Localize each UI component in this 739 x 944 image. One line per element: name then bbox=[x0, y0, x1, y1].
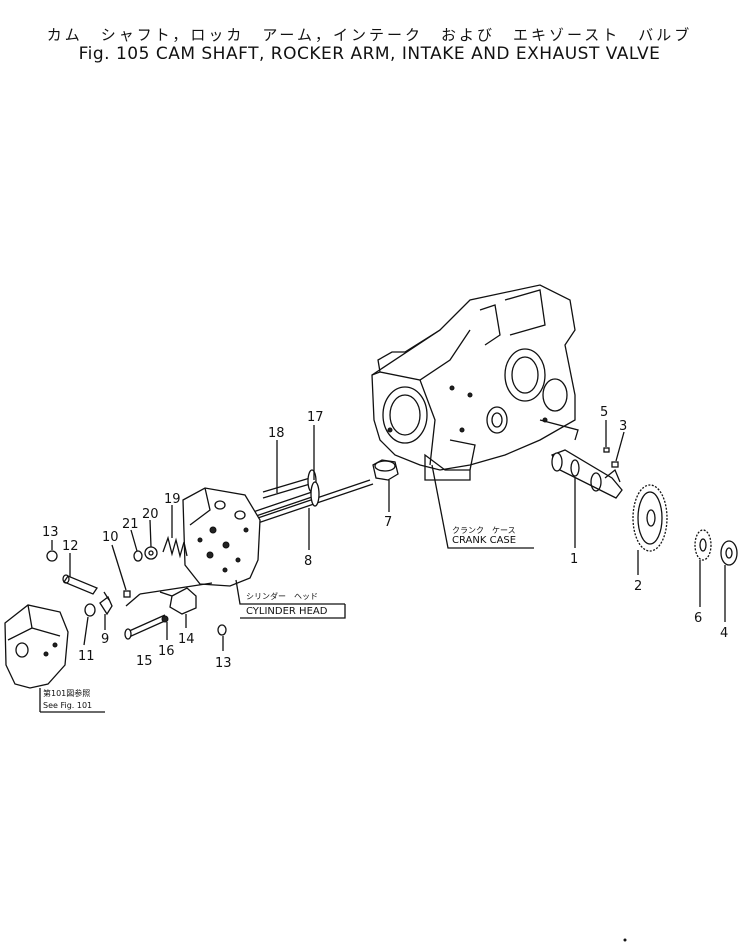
callout-10: 10 bbox=[102, 530, 119, 545]
gear-and-washer bbox=[694, 529, 738, 622]
callout-19: 19 bbox=[164, 492, 181, 507]
callout-16: 16 bbox=[158, 644, 175, 659]
callout-7: 7 bbox=[384, 515, 392, 530]
push-rod-drawing bbox=[242, 479, 374, 550]
see-fig-label-en: See Fig. 101 bbox=[43, 701, 92, 710]
cylinder-head-label-en: CYLINDER HEAD bbox=[246, 606, 328, 617]
pump-drawing bbox=[4, 604, 105, 713]
rocker-arm-parts bbox=[46, 540, 227, 651]
callout-9: 9 bbox=[101, 632, 109, 647]
cam-gear-drawing bbox=[632, 484, 668, 575]
figure-title-english: Fig. 105 CAM SHAFT, ROCKER ARM, INTAKE A… bbox=[78, 44, 661, 64]
callout-15: 15 bbox=[136, 654, 153, 669]
camshaft-drawing bbox=[551, 449, 623, 548]
crank-case-label-en: CRANK CASE bbox=[452, 535, 516, 546]
callout-20: 20 bbox=[142, 507, 159, 522]
callout-11: 11 bbox=[78, 649, 95, 664]
callout-4: 4 bbox=[720, 626, 728, 641]
cylinder-head-label-jp: シリンダー ヘッド bbox=[246, 591, 318, 601]
callout-13-top: 13 bbox=[42, 525, 59, 540]
crank-case-caption: クランク ケース CRANK CASE bbox=[431, 464, 534, 549]
cylinder-head-caption: シリンダー ヘッド CYLINDER HEAD bbox=[240, 591, 346, 619]
crank-case-label-jp: クランク ケース bbox=[452, 526, 516, 535]
callout-1: 1 bbox=[570, 552, 578, 567]
valve-spring-parts bbox=[130, 505, 188, 562]
callout-numbers: 1 2 3 4 5 6 7 8 9 10 11 12 13 13 14 15 1… bbox=[42, 405, 728, 671]
callout-5: 5 bbox=[600, 405, 608, 420]
callout-13-bottom: 13 bbox=[215, 656, 232, 671]
callout-18: 18 bbox=[268, 426, 285, 441]
callout-14: 14 bbox=[178, 632, 195, 647]
callout-12: 12 bbox=[62, 539, 79, 554]
callout-8: 8 bbox=[304, 554, 312, 569]
callout-17: 17 bbox=[307, 410, 324, 425]
see-fig-label-jp: 第101図参照 bbox=[43, 688, 90, 698]
callout-2: 2 bbox=[634, 579, 642, 594]
see-fig-caption: 第101図参照 See Fig. 101 bbox=[43, 688, 92, 710]
crank-case-drawing bbox=[371, 284, 579, 481]
key-parts bbox=[603, 420, 625, 468]
valves-drawing bbox=[249, 425, 320, 519]
callout-21: 21 bbox=[122, 517, 139, 532]
figure-title-japanese: カム シャフト，ロッカ アーム，インテーク および エキゾースト バルブ bbox=[46, 26, 693, 44]
tappet-drawing bbox=[372, 459, 399, 512]
callout-3: 3 bbox=[619, 419, 627, 434]
callout-6: 6 bbox=[694, 611, 702, 626]
cylinder-head-drawing bbox=[182, 487, 345, 605]
